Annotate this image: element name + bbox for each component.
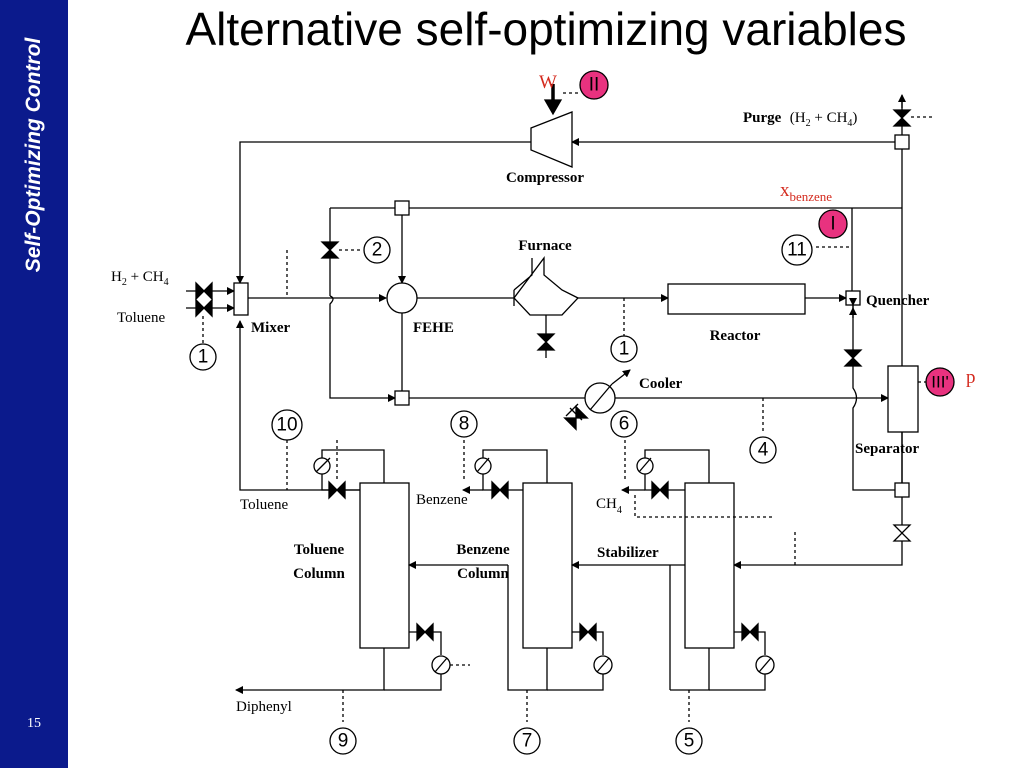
quench-valve-icon — [843, 349, 863, 367]
compressor-icon — [530, 111, 573, 168]
reactor-label: Reactor — [710, 328, 761, 344]
marker-circle-1b — [610, 335, 638, 363]
benzene-column-label-2: Column — [457, 566, 509, 582]
marker-6: 6 — [619, 414, 630, 435]
separator-splitter — [894, 482, 910, 498]
cooler-label: Cooler — [639, 376, 683, 392]
valve-icon — [328, 480, 346, 500]
marker-circle-i — [818, 209, 848, 239]
toluene-recycle-label: Toluene — [240, 497, 288, 513]
sidebar: Self-Optimizing Control 15 — [0, 0, 68, 768]
separator-valve-icon — [892, 524, 912, 542]
stabilizer-label: Stabilizer — [597, 545, 659, 561]
toluene-column-icon — [359, 482, 410, 649]
furnace-icon — [513, 256, 580, 316]
reactor-icon — [667, 283, 806, 315]
valve-icon — [579, 622, 597, 642]
marker-4: 4 — [758, 440, 769, 461]
quencher-label: Quencher — [866, 293, 930, 309]
separator-icon — [887, 365, 919, 433]
benzene-column-label-1: Benzene — [456, 542, 510, 558]
purge-splitter — [894, 134, 910, 150]
toluene-column-label-2: Column — [293, 566, 345, 582]
splitter-top — [394, 200, 410, 216]
furnace-valve-icon — [536, 333, 556, 351]
toluene-feed-label: Toluene — [117, 310, 165, 326]
furnace-label: Furnace — [518, 238, 572, 254]
marker-i: I — [830, 214, 835, 235]
marker-circle-6 — [610, 410, 638, 438]
marker-circle-8 — [450, 410, 478, 438]
valve-icon — [416, 622, 434, 642]
marker-circle-iii — [925, 367, 955, 397]
fehe-icon — [386, 282, 418, 314]
marker-circle-11 — [781, 234, 813, 266]
toluene-recycle-line — [236, 320, 360, 491]
marker-circle-2 — [363, 236, 391, 264]
separator-label: Separator — [855, 441, 919, 457]
marker-5: 5 — [684, 731, 695, 752]
feed-gas-label: H2 + CH4 — [111, 269, 169, 288]
marker-1a: 1 — [198, 347, 209, 368]
stabilizer-icon — [684, 482, 735, 649]
purge-valve-icon — [892, 109, 912, 127]
mixer-label: Mixer — [251, 320, 290, 336]
ch4-label: CH4 — [596, 496, 622, 516]
marker-2: 2 — [372, 240, 383, 261]
valve-icon — [651, 480, 669, 500]
benzene-product-label: Benzene — [416, 492, 468, 508]
p-label: p — [966, 367, 976, 388]
w-label: W — [539, 72, 557, 93]
slide-number: 15 — [27, 716, 41, 731]
marker-10: 10 — [276, 415, 297, 436]
marker-circle-4 — [749, 436, 777, 464]
quencher-icon — [845, 290, 861, 306]
marker-11: 11 — [787, 240, 807, 261]
slide-title: Alternative self-optimizing variables — [185, 3, 907, 55]
toluene-column-label-1: Toluene — [294, 542, 345, 558]
marker-circle-7 — [513, 727, 541, 755]
recycle-line — [236, 141, 531, 284]
purge-label: Purge (H2 + CH4) — [743, 109, 857, 129]
benzene-column-icon — [522, 482, 573, 649]
marker-9: 9 — [338, 731, 349, 752]
marker-circle-1a — [189, 343, 217, 371]
compressor-label: Compressor — [506, 170, 584, 186]
valve-icon — [741, 622, 759, 642]
marker-iii: III' — [931, 373, 948, 392]
valve-icon — [491, 480, 509, 500]
marker-1b: 1 — [619, 339, 630, 360]
diphenyl-label: Diphenyl — [236, 699, 292, 715]
marker-7: 7 — [522, 731, 533, 752]
marker-8: 8 — [459, 414, 470, 435]
marker-circle-5 — [675, 727, 703, 755]
marker-circle-ii — [579, 70, 609, 100]
marker-circle-9 — [329, 727, 357, 755]
mixer-icon — [233, 282, 249, 316]
marker-circle-10 — [271, 409, 303, 441]
x-benzene-label: xbenzene — [780, 180, 832, 204]
valve-2-icon — [320, 241, 340, 259]
marker-ii: II — [589, 75, 600, 96]
fehe-label: FEHE — [413, 320, 454, 336]
splitter-bottom — [394, 390, 410, 406]
